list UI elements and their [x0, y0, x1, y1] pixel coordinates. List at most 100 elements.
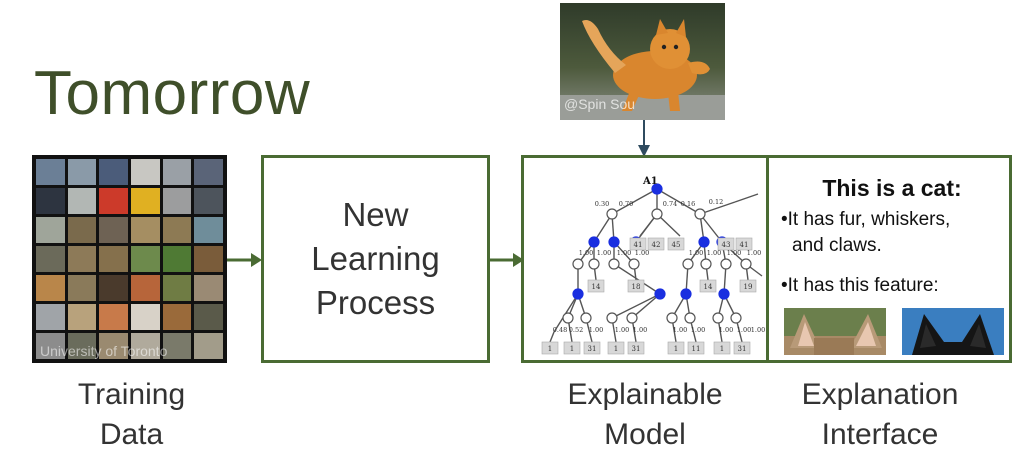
training-image-tile	[36, 304, 65, 330]
training-image-tile	[67, 217, 97, 243]
tree-node-chance	[651, 208, 663, 220]
tree-edge-label: 0.16	[681, 200, 695, 208]
tree-leaf-box	[687, 341, 705, 355]
bullet1-line1: It has fur, whiskers,	[787, 209, 951, 230]
tree-edge-label: 1.00	[747, 249, 761, 257]
training-image-tile	[162, 304, 192, 330]
tree-leaf-label: 14	[592, 283, 601, 291]
tree-node-decision	[608, 236, 620, 248]
tree-leaf-box	[647, 237, 665, 251]
explanation-bullet-2: •It has this feature:	[781, 273, 1011, 299]
training-image-tile	[99, 333, 128, 359]
tree-leaf-label: 19	[744, 283, 753, 291]
tree-leaf-label: 41	[740, 241, 749, 249]
tree-leaf-label: 18	[632, 283, 641, 291]
tree-leaf-label: 1	[614, 345, 618, 353]
tree-node-chance	[626, 312, 638, 324]
tree-edge-label: 1.00	[719, 326, 733, 334]
training-image-tile	[99, 246, 128, 272]
tree-leaf-box	[627, 341, 645, 355]
training-image-tile	[162, 246, 192, 272]
explanation-interface-caption: Explanation Interface	[775, 375, 985, 455]
tree-leaf-box	[733, 341, 751, 355]
training-watermark: University of Toronto	[40, 343, 168, 359]
training-image-tile	[194, 217, 223, 243]
tree-node-chance	[606, 208, 618, 220]
tree-edge	[631, 293, 661, 319]
tree-node-decision	[588, 236, 600, 248]
explanation-interface: This is a cat: •It has fur, whiskers, an…	[774, 158, 1010, 360]
tree-edge	[656, 188, 701, 215]
tree-leaf-label: 31	[632, 345, 641, 353]
page-title: Tomorrow	[34, 59, 311, 128]
tree-edge	[734, 193, 759, 203]
bullet-symbol: •	[781, 275, 788, 296]
tree-edge-label: 1.00	[617, 249, 631, 257]
tree-leaf-box	[667, 341, 685, 355]
tree-leaf-box	[739, 279, 757, 293]
learning-line1: New	[342, 196, 409, 233]
tree-node-chance	[628, 258, 640, 270]
tree-leaf-label: 1	[720, 345, 724, 353]
training-image-tile	[194, 188, 223, 214]
training-image-tile	[99, 217, 128, 243]
training-image-tile	[99, 188, 128, 214]
training-image-tile	[36, 333, 65, 359]
tree-node-chance	[606, 312, 618, 324]
tree-edge	[611, 293, 661, 319]
tree-node-chance	[700, 258, 712, 270]
tree-node-decision	[718, 288, 730, 300]
training-image-tile	[194, 159, 223, 185]
explainable-model-caption: Explainable Model	[540, 375, 750, 455]
tree-node-decision	[698, 236, 710, 248]
learning-process-label: New Learning Process	[311, 193, 439, 325]
training-image-tile	[67, 275, 97, 301]
tree-node-decision	[572, 288, 584, 300]
training-image-tile	[99, 275, 128, 301]
training-image-tile	[130, 333, 160, 359]
training-image-tile	[67, 246, 97, 272]
explanation-heading: This is a cat:	[822, 175, 962, 201]
training-image-tile	[194, 333, 223, 359]
box-divider	[766, 158, 769, 360]
bullet-symbol: •	[781, 209, 788, 230]
tree-node-chance	[740, 258, 752, 270]
bullet1-line2: and claws.	[792, 235, 882, 256]
tree-edge	[613, 263, 661, 295]
tree-edge-label: 1.00	[727, 249, 741, 257]
tree-leaf-label: 42	[652, 241, 661, 249]
arrow-to-model	[489, 253, 524, 267]
training-image-tile	[67, 333, 97, 359]
tree-edge-label: 1.00	[589, 326, 603, 334]
tree-node-chance	[712, 312, 724, 324]
tree-leaf-label: 43	[722, 241, 731, 249]
tree-leaf-box	[699, 279, 717, 293]
tree-leaf-box	[667, 237, 685, 251]
training-image-tile	[162, 188, 192, 214]
tree-edge-label: 1.00	[691, 326, 705, 334]
tree-edge-label: 1.00	[673, 326, 687, 334]
training-caption-line1: Training	[77, 378, 186, 411]
tree-edge-label: 0.12	[709, 198, 723, 206]
model-caption-line2: Model	[604, 418, 686, 451]
tree-node-chance	[580, 312, 592, 324]
tree-edge-label: 1.00	[633, 326, 647, 334]
training-image-tile	[67, 159, 97, 185]
tree-edge-label: 0.74	[663, 200, 677, 208]
tree-edge	[611, 188, 658, 215]
learning-line3: Process	[315, 284, 436, 321]
tree-leaf-label: 31	[588, 345, 597, 353]
tree-edge-label: 0.30	[595, 200, 609, 208]
cat-photo-watermark: @Spin Sou	[564, 96, 636, 112]
tree-leaf-box	[735, 237, 753, 251]
tree-node-chance	[666, 312, 678, 324]
tree-node-decision	[680, 288, 692, 300]
tree-leaf-label: 14	[704, 283, 713, 291]
cat-photo: @Spin Sou	[560, 3, 725, 120]
training-image-tile	[130, 217, 160, 243]
arrow-to-learning	[227, 253, 262, 267]
tree-node-chance	[682, 258, 694, 270]
tree-edge	[549, 331, 555, 343]
tree-leaf-box	[563, 341, 581, 355]
